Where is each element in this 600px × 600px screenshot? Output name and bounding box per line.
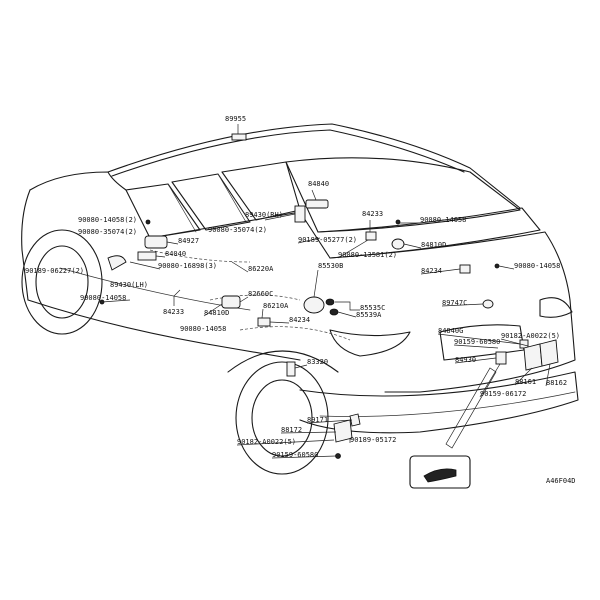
part-label: 83320 [307, 358, 328, 366]
part-84040 [137, 251, 157, 261]
part-label: 90182-A0022(5) [501, 332, 560, 340]
part-label: 84233 [163, 308, 184, 316]
part-label: 90080-14058 [420, 216, 466, 224]
part-label: 90189-06227(2) [25, 267, 84, 275]
part-85530b [303, 296, 325, 314]
part-label: 89430(LH) [110, 281, 148, 289]
part-label: 84840G [438, 327, 463, 335]
part-84234-upper [459, 264, 471, 274]
part-85535c [325, 298, 335, 306]
part-label: 90080-14058 [180, 325, 226, 333]
part-label: 90159-06172 [480, 390, 526, 398]
part-label: 84810D [204, 309, 229, 317]
part-label: 90182-A0022(5) [237, 438, 296, 446]
part-84840 [305, 199, 329, 209]
part-clip-hatch [395, 219, 401, 225]
part-label: 89747C [442, 299, 467, 307]
leader-lines [101, 124, 551, 459]
part-label: 90080-13581(2) [338, 251, 397, 259]
part-label: 86220A [248, 265, 274, 273]
part-84930 [495, 351, 507, 365]
part-clip-front [145, 219, 151, 225]
part-88161 [523, 343, 543, 371]
part-number-labels: 89955 84840 89430(RH) 84233 90080-14058 90080… [25, 115, 576, 485]
part-label: 84930 [455, 356, 476, 364]
part-label: 84233 [362, 210, 383, 218]
part-clip-rear [494, 263, 500, 269]
part-label: 84234 [421, 267, 442, 275]
part-label: 84234 [289, 316, 310, 324]
part-label: 90189-05277(2) [298, 236, 357, 244]
inset-part-icon [423, 468, 457, 483]
part-label: 90080-14058(2) [78, 216, 137, 224]
part-84810d-lower [221, 295, 241, 309]
part-label: 90080-14058 [514, 262, 560, 270]
part-88162 [539, 339, 559, 367]
parts-group [99, 133, 559, 459]
part-84234-lower [257, 317, 271, 327]
part-90159-60580-lower [335, 453, 341, 459]
part-88172 [333, 419, 353, 443]
part-label: 90159-60580 [454, 338, 500, 346]
part-label: 89955 [225, 115, 246, 123]
part-84927 [144, 235, 168, 249]
part-85539a [329, 308, 339, 316]
part-label: 85539A [356, 311, 382, 319]
part-89955 [231, 133, 247, 141]
part-label: 88172 [281, 426, 302, 434]
part-label: 84927 [178, 237, 199, 245]
part-label: 88161 [515, 378, 536, 386]
part-label: 85535C [360, 304, 385, 312]
part-label: 90159-60580 [272, 451, 318, 459]
part-84810d-upper [391, 238, 405, 250]
part-label: 90189-05172 [350, 436, 396, 444]
part-label: 90080-35074(2) [208, 226, 267, 234]
part-label: 90080-16898(3) [158, 262, 217, 270]
part-label: 84040 [165, 250, 186, 258]
vehicle-body-outline [21, 123, 579, 475]
part-89430-rh [294, 205, 306, 223]
part-label: 82660C [248, 290, 273, 298]
part-label: 84840 [308, 180, 329, 188]
part-label: 90080-35074(2) [78, 228, 137, 236]
part-83320 [286, 361, 296, 377]
part-84233-upper [365, 231, 377, 241]
part-label: 85530B [318, 262, 343, 270]
part-label: A46F04D [546, 477, 576, 485]
part-label: 89430(RH) [245, 211, 283, 219]
part-label: 90080-14058 [80, 294, 126, 302]
inset-callout [409, 367, 497, 489]
part-label: 89171 [307, 416, 328, 424]
part-89430-lh [107, 255, 127, 271]
part-89171 [349, 413, 361, 427]
part-label: 88162 [546, 379, 567, 387]
part-label: 84810D [421, 241, 446, 249]
part-89747c [482, 299, 494, 309]
part-label: 86210A [263, 302, 289, 310]
